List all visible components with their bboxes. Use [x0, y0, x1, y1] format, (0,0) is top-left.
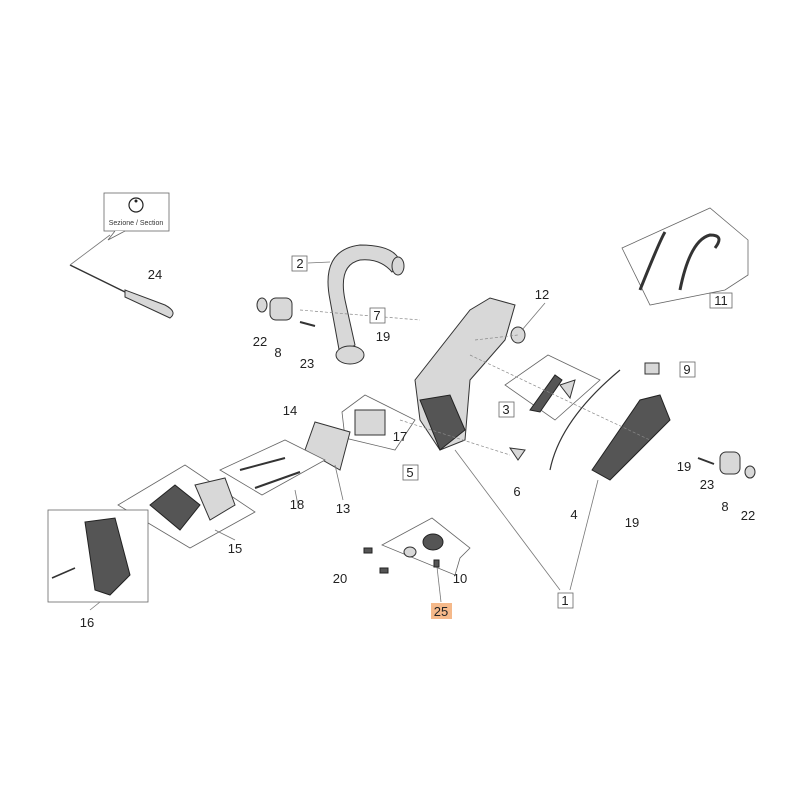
part-front-handle	[327, 244, 405, 365]
part-carburetor	[341, 394, 416, 451]
callout-8[interactable]: 8	[274, 345, 281, 360]
callout-6[interactable]: 6	[513, 484, 520, 499]
callout-16[interactable]: 16	[80, 615, 94, 630]
callout-8[interactable]: 8	[721, 499, 728, 514]
section-callout: Sezione / Section	[103, 192, 170, 241]
part-hose-kit	[621, 207, 749, 306]
callout-22[interactable]: 22	[253, 334, 267, 349]
callout-3[interactable]: 3	[502, 402, 509, 417]
callout-20[interactable]: 20	[333, 571, 347, 586]
section-caption: Sezione / Section	[109, 220, 164, 227]
callout-1[interactable]: 1	[561, 593, 568, 608]
callout-7[interactable]: 7	[373, 308, 380, 323]
callout-11[interactable]: 11	[714, 293, 728, 308]
part-rear-handle	[549, 369, 671, 481]
callout-19[interactable]: 19	[376, 329, 390, 344]
callout-17[interactable]: 17	[393, 429, 407, 444]
part-12	[510, 326, 526, 344]
part-intake-manifold	[363, 517, 471, 576]
callout-2[interactable]: 2	[296, 256, 303, 271]
part-antivibration-left	[256, 297, 316, 327]
leader-lines	[89, 261, 651, 611]
callout-22[interactable]: 22	[741, 508, 755, 523]
callout-24[interactable]: 24	[148, 267, 162, 282]
callout-14[interactable]: 14	[283, 403, 297, 418]
callout-5[interactable]: 5	[406, 465, 413, 480]
part-filter-cover	[47, 509, 149, 603]
callout-23[interactable]: 23	[700, 477, 714, 492]
part-screwdriver	[69, 234, 174, 319]
callout-19[interactable]: 19	[625, 515, 639, 530]
callout-4[interactable]: 4	[570, 507, 577, 522]
callout-labels: 24 2 12 7 19 22 8 23 11 9 3 14 17 5 6 19…	[80, 255, 755, 630]
callout-12[interactable]: 12	[535, 287, 549, 302]
callout-10[interactable]: 10	[453, 571, 467, 586]
callout-19[interactable]: 19	[677, 459, 691, 474]
part-air-filter	[117, 464, 256, 549]
part-antivibration-right	[697, 451, 756, 479]
part-9	[644, 362, 660, 375]
callout-18[interactable]: 18	[290, 497, 304, 512]
part-6	[508, 447, 526, 461]
part-trigger-kit	[504, 354, 601, 421]
callout-15[interactable]: 15	[228, 541, 242, 556]
callout-25-highlighted[interactable]: 25	[434, 604, 448, 619]
callout-23[interactable]: 23	[300, 356, 314, 371]
part-main-housing	[414, 297, 516, 451]
part-screws-18	[219, 439, 326, 496]
callout-13[interactable]: 13	[336, 501, 350, 516]
part-intake-plate	[304, 421, 351, 471]
callout-9[interactable]: 9	[683, 362, 690, 377]
